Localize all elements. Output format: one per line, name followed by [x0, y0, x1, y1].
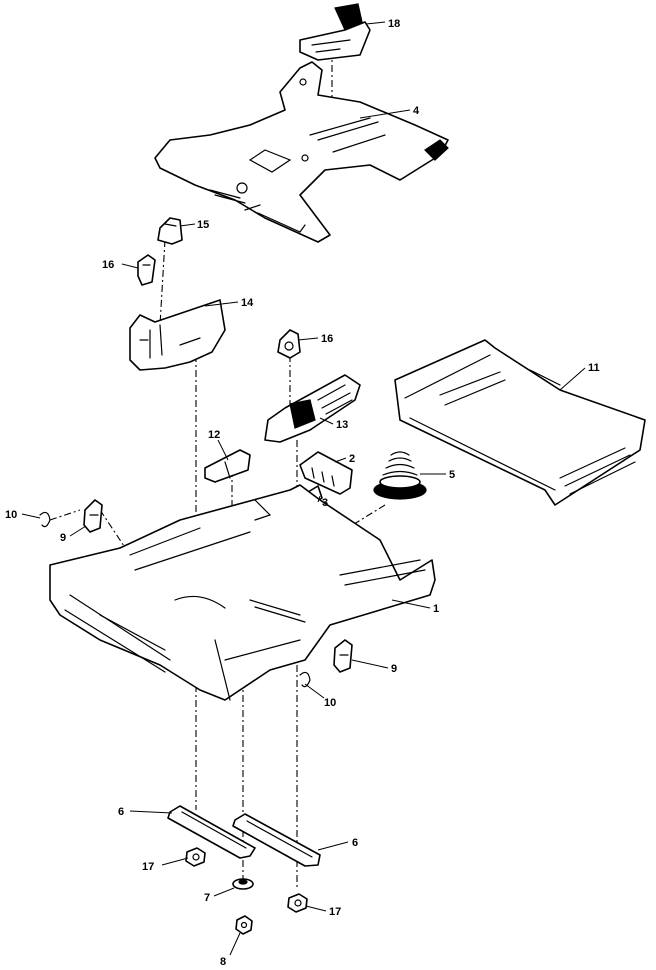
callout-5: 5 [449, 469, 455, 481]
leader-lines [21, 21, 586, 956]
part-1 [49, 484, 436, 701]
leader-10b [304, 683, 325, 699]
part-15 [157, 217, 183, 245]
callout-16b: 16 [321, 333, 333, 345]
part-17-right [287, 893, 308, 913]
callout-14: 14 [241, 297, 254, 309]
callout-10a: 10 [5, 509, 17, 521]
part-10-right [299, 671, 311, 688]
callout-3: 3 [322, 497, 328, 509]
part-6-right [232, 813, 321, 867]
leader-17a [161, 857, 189, 866]
callout-labels: 18 4 15 16 14 16 11 13 12 2 5 3 10 9 1 9… [5, 18, 600, 968]
leader-8 [229, 932, 241, 956]
leader-17b [305, 905, 327, 912]
leader-13 [319, 417, 334, 425]
callout-11: 11 [588, 362, 600, 374]
part-8 [235, 915, 253, 935]
part-11 [394, 339, 646, 506]
leader-1 [391, 599, 431, 609]
leader-4 [359, 109, 411, 119]
leader-7 [213, 887, 235, 897]
part-9-left [83, 499, 103, 533]
leader-6a [129, 810, 173, 814]
leader-11 [559, 367, 586, 391]
leader-2 [334, 457, 347, 463]
assembly-line-10-9 [49, 509, 81, 521]
leader-12 [217, 439, 229, 461]
part-6-left [167, 805, 256, 859]
callout-9b: 9 [391, 663, 397, 675]
callout-12: 12 [208, 429, 220, 441]
assembly-line-15-14 [159, 239, 166, 326]
callout-4: 4 [413, 105, 420, 117]
callout-9a: 9 [60, 532, 66, 544]
part-17-left [185, 847, 206, 867]
part-16-right [277, 329, 301, 359]
callout-13: 13 [336, 419, 348, 431]
leader-18 [365, 21, 386, 25]
part-10-left [39, 511, 51, 528]
leader-16b [297, 337, 319, 341]
callout-1: 1 [433, 603, 439, 615]
part-2 [299, 451, 353, 495]
callout-10b: 10 [324, 697, 336, 709]
part-18 [299, 3, 371, 61]
callout-18: 18 [388, 18, 400, 30]
leader-6b [317, 841, 349, 851]
part-5 [373, 451, 427, 500]
callout-6b: 6 [352, 837, 358, 849]
leader-15 [179, 223, 196, 227]
callout-2: 2 [349, 453, 355, 465]
callout-16a: 16 [102, 259, 114, 271]
part-16-left [137, 254, 156, 286]
leader-16a [121, 263, 139, 269]
callout-8: 8 [220, 956, 226, 968]
callout-6a: 6 [118, 806, 124, 818]
leader-14 [204, 301, 239, 307]
part-13 [264, 374, 361, 443]
callout-17a: 17 [142, 861, 154, 873]
leader-3 [317, 495, 321, 503]
part-9-right [333, 639, 353, 673]
callout-17b: 17 [329, 906, 341, 918]
part-12 [204, 449, 251, 483]
leader-9a [69, 525, 87, 537]
part-4 [154, 61, 449, 243]
leader-9b [351, 659, 389, 669]
part-7 [232, 878, 254, 890]
callout-15: 15 [197, 219, 209, 231]
leader-10a [21, 513, 41, 519]
callout-7: 7 [204, 892, 210, 904]
part-14 [129, 299, 226, 371]
